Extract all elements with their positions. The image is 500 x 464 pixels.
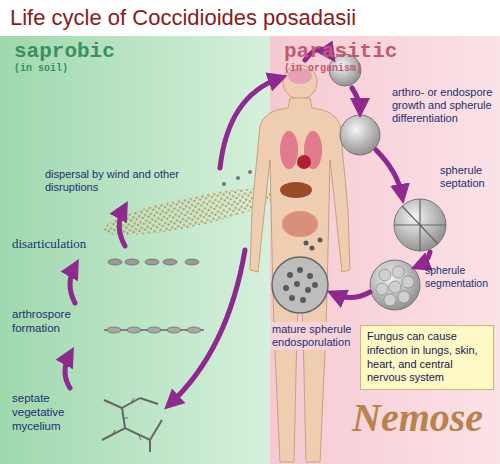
spore-dot: [222, 182, 226, 186]
diagram-title: Life cycle of Coccidioides posadasii: [10, 5, 356, 31]
cycle-arrow: [70, 266, 75, 303]
septa: [394, 199, 446, 251]
arthrospore-chain: [104, 327, 204, 333]
segments: [376, 266, 414, 306]
stage-label: arthro- or endospore growth and spherule…: [392, 86, 494, 126]
arthrospore: [163, 259, 177, 265]
cycle-arrow: [334, 292, 370, 298]
lung: [280, 131, 298, 169]
stage-label: disarticulation: [12, 236, 112, 252]
brain: [288, 68, 312, 84]
stage-label: spherule segmentation: [425, 264, 495, 289]
arthrospore: [127, 327, 141, 333]
arthrospore: [108, 259, 122, 265]
human-figure: [250, 65, 350, 462]
note-box: Fungus can cause infection in lungs, ski…: [360, 325, 494, 390]
arthrospore: [147, 327, 161, 333]
head: [283, 65, 317, 99]
endospores: [283, 238, 323, 304]
arthrospore: [107, 327, 121, 333]
band-heading: saprobic: [14, 40, 270, 63]
mature-spherule: [272, 257, 328, 313]
cycle-arrow: [352, 88, 360, 110]
arthrospore: [145, 259, 159, 265]
intestine: [282, 211, 318, 237]
arthrospore: [185, 259, 199, 265]
arthrospore: [167, 327, 181, 333]
heart: [297, 155, 311, 169]
arthrospore: [187, 327, 201, 333]
hyphae: [102, 398, 162, 452]
band-subheading: (in soil): [14, 63, 270, 74]
liver: [280, 182, 312, 198]
cycle-arrow: [220, 78, 280, 168]
cycle-arrow: [170, 250, 245, 404]
cycle-arrow: [65, 354, 70, 388]
stage-label: mature spherule endosporulation: [270, 322, 356, 350]
cycle-arrow: [119, 208, 125, 246]
watermark: Nemose: [352, 398, 492, 438]
body: [250, 98, 350, 462]
young-spherule: [329, 54, 361, 86]
stage-label: dispersal by wind and other disruptions: [45, 168, 180, 194]
spore-dot: [248, 170, 252, 174]
disarticulated-arthrospores: [108, 259, 199, 265]
band-subheading: (in organism): [284, 63, 500, 74]
mycelium: [102, 398, 162, 452]
arthrospore: [125, 259, 139, 265]
cycle-arrows: [65, 49, 430, 404]
spore-dot: [236, 176, 240, 180]
cycle-arrow: [418, 252, 430, 266]
septating-spherule: [394, 199, 446, 251]
stage-label: spherule septation: [440, 164, 496, 190]
band-heading: parasitic: [284, 40, 500, 63]
cycle-arrow: [305, 49, 331, 60]
segmented-spherule: [370, 260, 420, 310]
stage-label: arthrospore formation: [12, 308, 100, 336]
septa: [112, 398, 141, 440]
cycle-arrow: [376, 150, 402, 196]
stage-label: septate vegetative mycelium: [12, 392, 94, 433]
note-text: Fungus can cause infection in lungs, ski…: [361, 326, 493, 389]
